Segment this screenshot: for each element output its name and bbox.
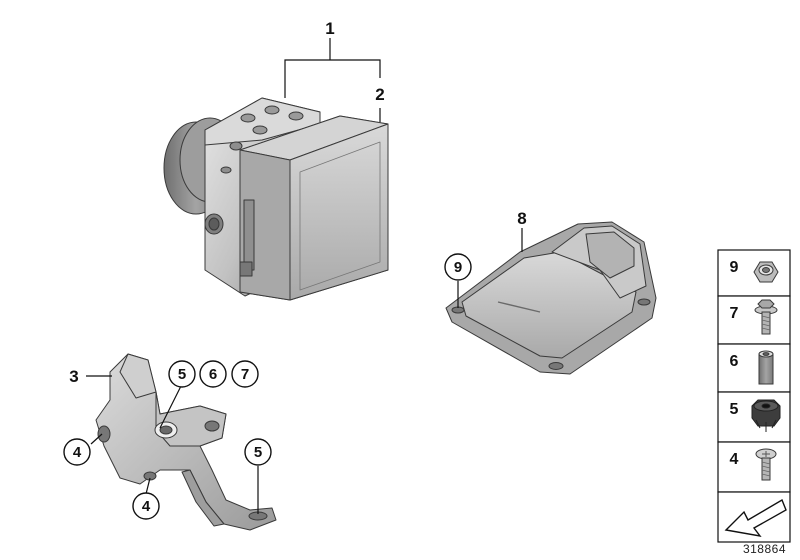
- control-unit-cover: [445, 221, 657, 375]
- callout-7-circled: 7: [231, 360, 259, 388]
- callout-2: 2: [375, 85, 384, 104]
- callout-5-right-label: 5: [254, 444, 262, 461]
- arrow-icon: [724, 498, 787, 537]
- legend-number-7: 7: [730, 305, 739, 322]
- abs-hydraulic-unit: [163, 97, 389, 301]
- legend-number-4: 4: [730, 451, 739, 468]
- callout-6-circled: 6: [199, 360, 227, 388]
- callout-5-top-circled: 5: [168, 360, 196, 388]
- callout-4-left-circled: 4: [63, 438, 91, 466]
- callout-9-label: 9: [454, 259, 462, 276]
- legend-number-6: 6: [730, 353, 739, 370]
- callout-6-label: 6: [209, 366, 217, 383]
- reference-number: 318864: [742, 542, 786, 556]
- callout-4-left-label: 4: [73, 444, 82, 461]
- hex-nut-icon: [753, 261, 779, 283]
- legend-number-5: 5: [730, 401, 739, 418]
- callout-5-right-circled: 5: [244, 438, 272, 466]
- leader-lines: [86, 38, 523, 514]
- parts-legend: 9 7 6 5 4: [717, 249, 791, 543]
- spacer-sleeve-icon: [758, 350, 774, 385]
- callout-1: 1: [325, 19, 334, 38]
- hex-flange-bolt-icon: [754, 299, 778, 335]
- callout-8: 8: [517, 209, 526, 228]
- callout-5-top-label: 5: [178, 366, 186, 383]
- callout-9-circled: 9: [444, 253, 472, 281]
- callout-4-bottom-circled: 4: [132, 492, 160, 520]
- flat-head-screw-icon: [755, 448, 777, 481]
- callout-3: 3: [69, 367, 78, 386]
- mounting-bracket: [95, 353, 277, 531]
- rubber-grommet-icon: [751, 399, 781, 432]
- legend-number-9: 9: [730, 259, 739, 276]
- callout-7-label: 7: [241, 366, 249, 383]
- callout-4-bottom-label: 4: [142, 498, 151, 515]
